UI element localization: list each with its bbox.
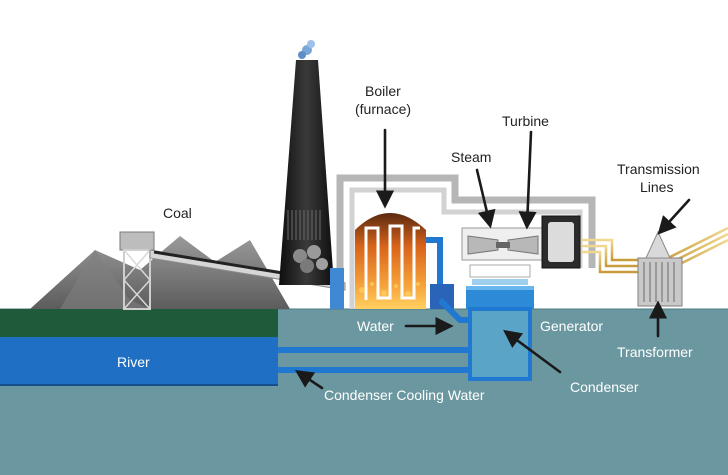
label-coal: Coal: [163, 205, 192, 221]
condenser-icon: [466, 264, 534, 381]
label-condenser: Condenser: [570, 379, 639, 395]
generator-icon: [541, 215, 581, 269]
label-condenser-cooling-water: Condenser Cooling Water: [324, 387, 485, 403]
label-river: River: [117, 354, 150, 370]
transformer-icon: [637, 230, 683, 307]
label-water: Water: [357, 318, 394, 334]
steam-pipe: [426, 237, 443, 285]
label-arrows: [294, 128, 691, 390]
label-transmission: Transmission: [617, 161, 700, 177]
label-transformer: Transformer: [617, 344, 693, 360]
label-boiler-furnace: (furnace): [355, 101, 411, 117]
label-generator: Generator: [540, 318, 603, 334]
conveyor-tower-icon: [119, 231, 155, 310]
label-steam: Steam: [451, 149, 491, 165]
smokestack-icon: [279, 40, 334, 285]
river: [0, 309, 278, 386]
boiler-icon: [330, 213, 426, 309]
label-boiler: Boiler: [365, 83, 401, 99]
coal-pile-icon: [30, 236, 290, 309]
label-transmission-lines: Lines: [640, 179, 673, 195]
turbine-icon: [461, 227, 543, 261]
label-turbine: Turbine: [502, 113, 549, 129]
